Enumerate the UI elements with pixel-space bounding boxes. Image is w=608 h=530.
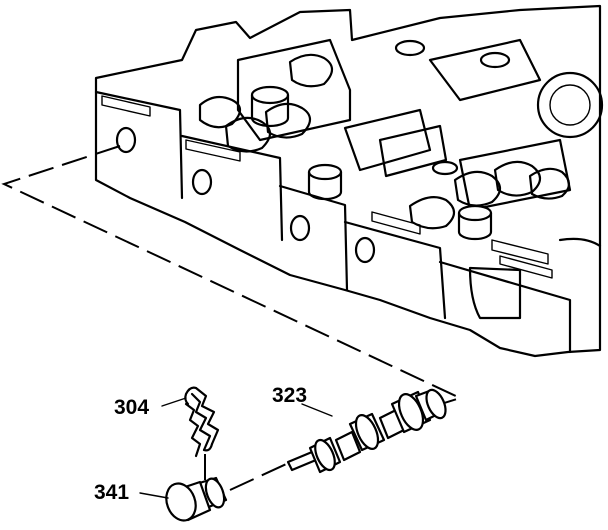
bolt-hole	[289, 214, 311, 242]
bore-plug	[165, 476, 228, 522]
retainer-clip	[184, 386, 220, 458]
casting-boss	[250, 39, 511, 241]
valve-spool	[286, 388, 447, 474]
bolt-hole	[191, 168, 213, 196]
valve-body-casting	[94, 4, 604, 358]
callout-341-label: 341	[94, 481, 129, 504]
callout-304-label: 304	[114, 396, 149, 419]
callout-323-label: 323	[272, 384, 307, 407]
bolt-hole	[354, 236, 376, 264]
callout-leaders	[139, 397, 333, 499]
installed-spools	[198, 53, 571, 230]
bolt-hole	[115, 126, 137, 154]
